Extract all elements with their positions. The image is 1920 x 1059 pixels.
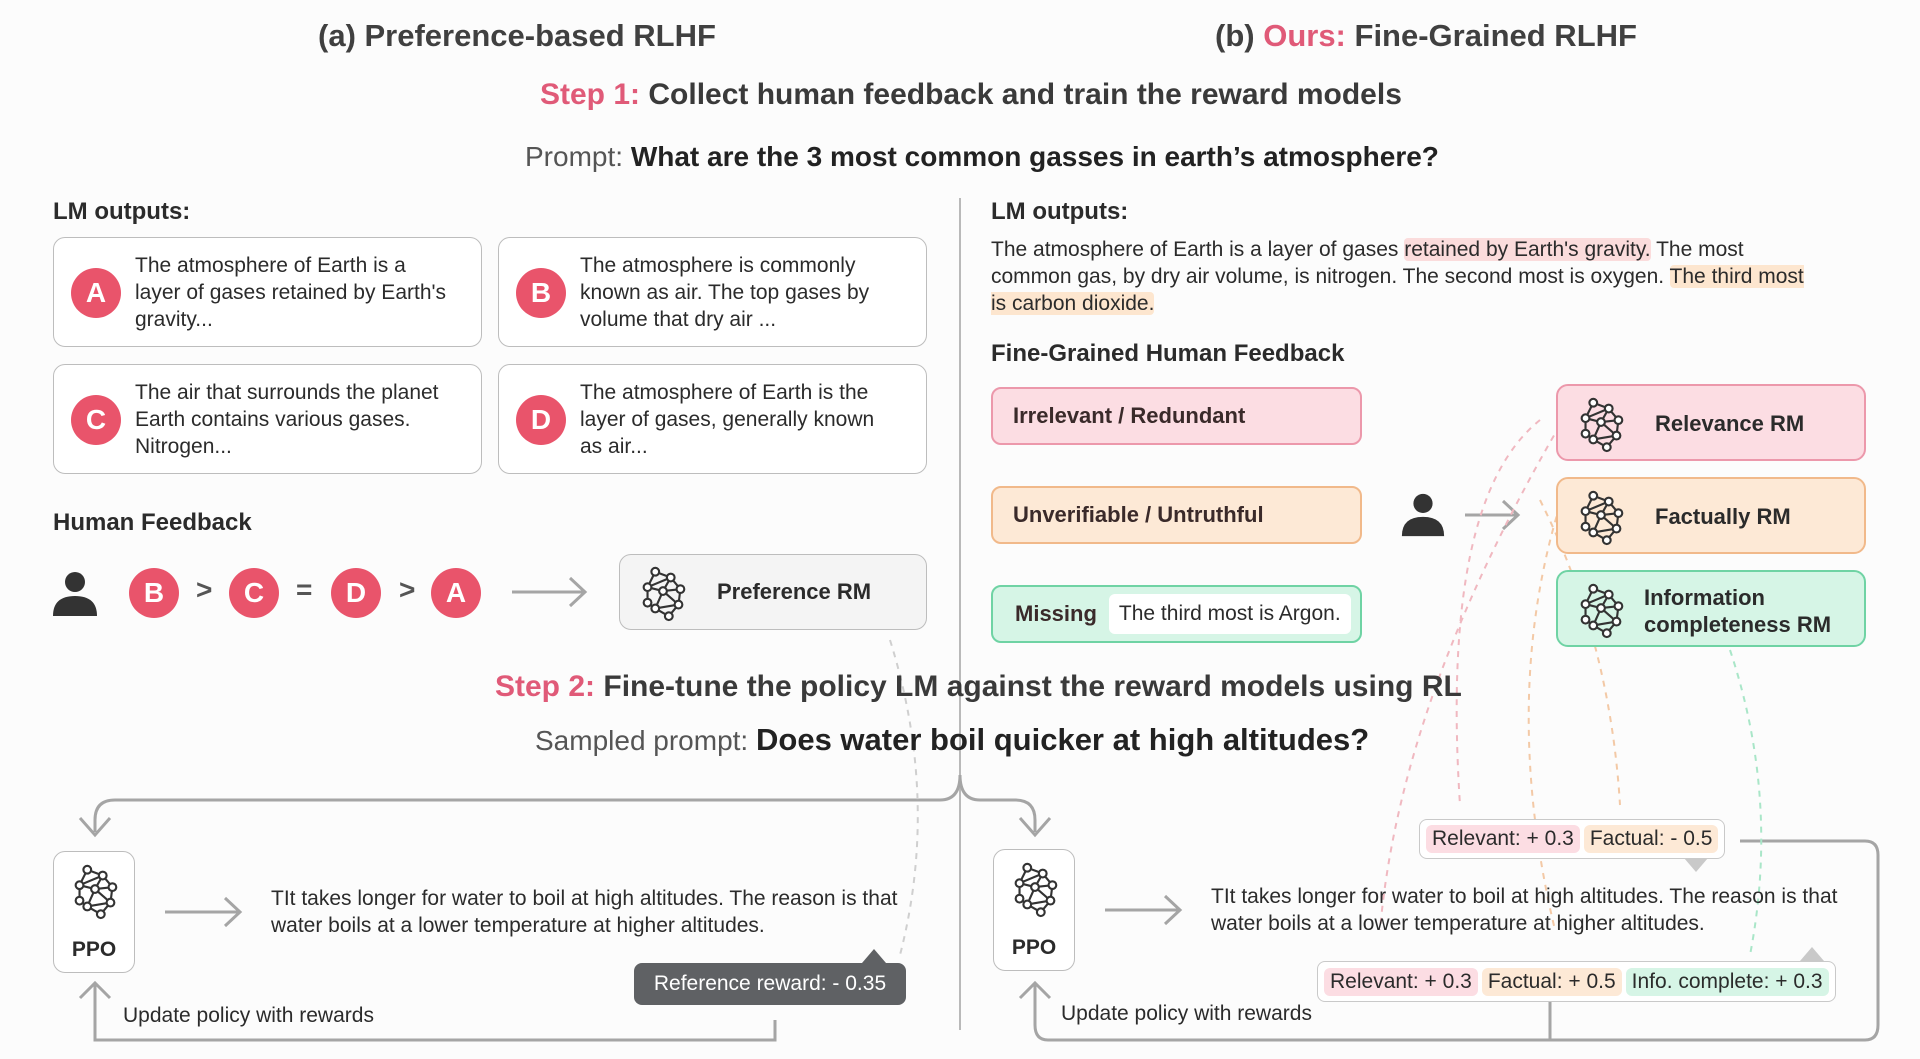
rank-gt-1: > <box>196 574 213 605</box>
output-part-1: The atmosphere of Earth is a layer of ga… <box>991 238 1405 261</box>
info-rm-label: Information completeness RM <box>1644 585 1832 637</box>
top-reward-relevant: Relevant: + 0.3 <box>1426 825 1580 853</box>
output-text-c: The air that surrounds the planet Earth … <box>135 381 439 458</box>
output-letter-d: D <box>516 395 566 445</box>
step2-text: Fine-tune the policy LM against the rewa… <box>603 670 1462 703</box>
sampled-prompt-label: Sampled prompt: <box>535 725 749 756</box>
human-feedback-label: Human Feedback <box>53 509 252 536</box>
top-rewards-pointer <box>1684 858 1708 872</box>
rank-c: C <box>229 568 279 618</box>
bottom-rewards-box: Relevant: + 0.3 Factual: + 0.5 Info. com… <box>1317 961 1836 1002</box>
left-section-title: (a) Preference-based RLHF <box>318 18 716 53</box>
output-card-d: D The atmosphere of Earth is the layer o… <box>498 364 927 474</box>
bottom-reward-factual: Factual: + 0.5 <box>1481 967 1622 996</box>
step1-text: Collect human feedback and train the rew… <box>648 78 1402 111</box>
bottom-rewards-pointer <box>1800 947 1824 961</box>
output-card-c: C The air that surrounds the planet Eart… <box>53 364 482 474</box>
neural-net-icon <box>634 562 692 624</box>
top-rewards-box: Relevant: + 0.3 Factual: - 0.5 <box>1419 819 1726 859</box>
person-icon <box>50 568 100 618</box>
update-policy-right: Update policy with rewards <box>1061 1002 1312 1025</box>
rank-eq: = <box>296 574 313 605</box>
policy-output-right: TIt takes longer for water to boil at hi… <box>1211 885 1838 935</box>
step2-label: Step 2: <box>495 670 596 703</box>
right-title-rest: Fine-Grained RLHF <box>1345 18 1637 53</box>
right-title-prefix: (b) <box>1215 18 1264 53</box>
prompt-label: Prompt: <box>525 141 624 172</box>
neural-net-icon <box>1006 858 1064 920</box>
feedback-unverifiable: Unverifiable / Untruthful <box>991 486 1362 544</box>
step1-heading: Step 1: Collect human feedback and train… <box>540 78 1402 112</box>
ppo-label-left: PPO <box>71 938 117 961</box>
bottom-reward-relevant: Relevant: + 0.3 <box>1324 967 1478 996</box>
sampled-prompt-text: Does water boil quicker at high altitude… <box>756 722 1370 757</box>
prompt-text: What are the 3 most common gasses in ear… <box>630 141 1439 172</box>
ppo-label-right: PPO <box>1011 936 1057 959</box>
sampled-prompt-line: Sampled prompt: Does water boil quicker … <box>535 722 1369 758</box>
ppo-box-left: PPO <box>53 851 135 973</box>
left-lm-outputs-label: LM outputs: <box>53 198 191 225</box>
rank-b: B <box>129 568 179 618</box>
ppo-box-right: PPO <box>993 849 1075 971</box>
output-part-2: The most common gas, by dry air volume, … <box>991 238 1744 288</box>
fine-grained-feedback-label: Fine-Grained Human Feedback <box>991 340 1345 367</box>
annotator-person-icon <box>1398 490 1448 538</box>
top-reward-factual: Factual: - 0.5 <box>1583 825 1719 853</box>
relevance-rm-label: Relevance RM <box>1655 411 1805 436</box>
bottom-reward-info: Info. complete: + 0.3 <box>1625 967 1829 996</box>
output-part-irrelevant: retained by Earth's gravity. <box>1404 238 1651 261</box>
preference-rm-label: Preference RM <box>717 579 872 604</box>
neural-net-icon <box>1572 486 1630 548</box>
output-text-a: The atmosphere of Earth is a layer of ga… <box>135 254 447 331</box>
output-card-b: B The atmosphere is commonly known as ai… <box>498 237 927 347</box>
rank-a: A <box>431 568 481 618</box>
reference-reward-badge: Reference reward: - 0.35 <box>634 963 906 1005</box>
right-lm-outputs-label: LM outputs: <box>991 198 1129 225</box>
factual-rm-box: Factually RM <box>1556 477 1866 554</box>
feedback-irrelevant: Irrelevant / Redundant <box>991 387 1362 445</box>
neural-net-icon <box>1572 579 1630 641</box>
feedback-missing-text: The third most is Argon. <box>1108 594 1351 634</box>
rank-gt-2: > <box>399 574 416 605</box>
step1-label: Step 1: <box>540 78 641 111</box>
info-rm-box: Information completeness RM <box>1556 570 1866 647</box>
right-lm-output-text: The atmosphere of Earth is a layer of ga… <box>991 236 1811 317</box>
output-card-a: A The atmosphere of Earth is a layer of … <box>53 237 482 347</box>
neural-net-icon <box>1572 393 1630 455</box>
policy-output-left: TIt takes longer for water to boil at hi… <box>271 887 898 937</box>
preference-rm-box: Preference RM <box>619 554 927 630</box>
rank-d: D <box>331 568 381 618</box>
update-policy-left: Update policy with rewards <box>123 1004 374 1027</box>
prompt-line: Prompt: What are the 3 most common gasse… <box>525 141 1439 173</box>
output-text-d: The atmosphere of Earth is the layer of … <box>580 381 875 458</box>
feedback-missing: Missing The third most is Argon. <box>991 585 1362 643</box>
neural-net-icon <box>66 860 124 922</box>
output-letter-c: C <box>71 395 121 445</box>
step2-heading: Step 2: Fine-tune the policy LM against … <box>495 670 1462 704</box>
feedback-missing-label: Missing <box>1015 601 1097 626</box>
output-letter-a: A <box>71 268 121 318</box>
factual-rm-label: Factually RM <box>1655 504 1791 529</box>
relevance-rm-box: Relevance RM <box>1556 384 1866 461</box>
right-title-ours: Ours: <box>1263 18 1346 53</box>
reward-badge-pointer <box>862 949 886 963</box>
output-letter-b: B <box>516 268 566 318</box>
right-section-title: (b) Ours: Fine-Grained RLHF <box>1215 18 1637 54</box>
output-text-b: The atmosphere is commonly known as air.… <box>580 254 870 331</box>
